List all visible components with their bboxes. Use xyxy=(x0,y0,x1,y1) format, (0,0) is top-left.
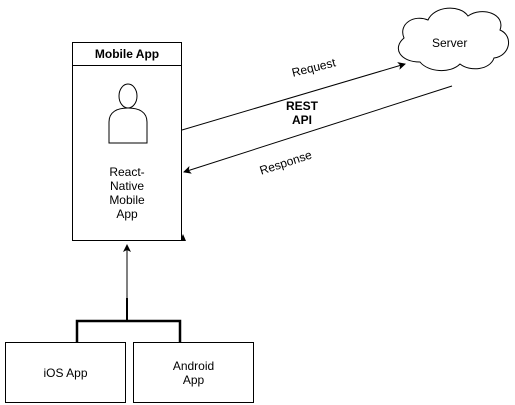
android-app-label: Android App xyxy=(172,358,215,387)
api-label: API xyxy=(292,113,313,127)
response-arrow xyxy=(183,85,453,174)
mobile-app-caption: React- Native Mobile App xyxy=(109,165,145,221)
ios-app-label: iOS App xyxy=(43,365,88,380)
ios-app-box: iOS App xyxy=(5,342,126,403)
server-cloud-shape xyxy=(398,7,509,71)
server-label: Server xyxy=(432,36,468,50)
rest-label: REST xyxy=(286,99,319,113)
android-app-box: Android App xyxy=(133,342,254,403)
mobile-app-box: Mobile App React- Native Mobile App xyxy=(72,42,182,241)
platform-bracket xyxy=(75,319,182,342)
mobile-app-title: Mobile App xyxy=(73,43,181,66)
user-icon xyxy=(108,83,148,144)
request-arrow xyxy=(181,62,406,131)
